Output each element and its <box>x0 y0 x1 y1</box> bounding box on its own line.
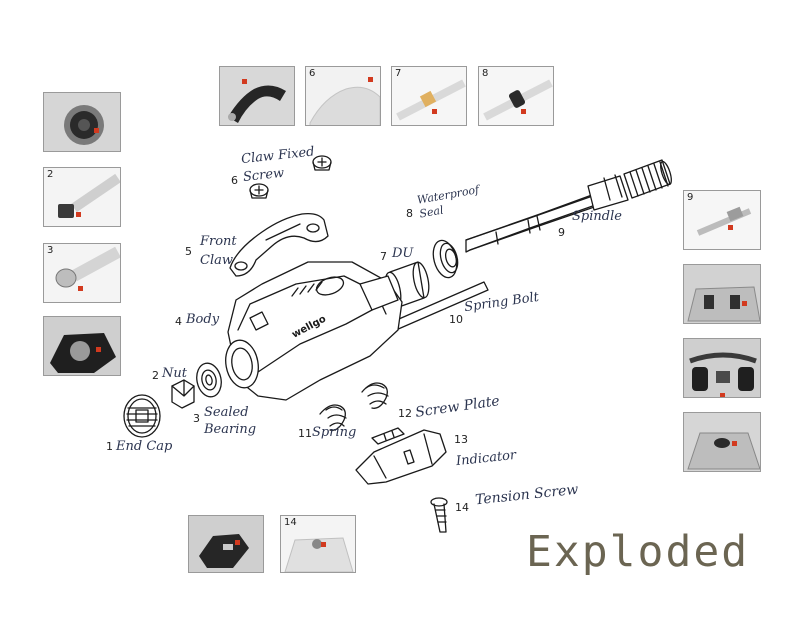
part-number-2: 2 <box>152 369 159 382</box>
thumbnail-2: 2 <box>43 167 121 227</box>
marker-icon <box>94 128 99 133</box>
nut-photo <box>58 173 120 218</box>
part-number-13: 13 <box>454 433 468 446</box>
part-number-9: 9 <box>558 226 565 239</box>
part-label-nut: Nut <box>162 366 187 381</box>
spindle <box>465 159 672 253</box>
body-photo <box>44 317 120 375</box>
part-label-spindle: Spindle <box>572 209 622 224</box>
part-number-4: 4 <box>175 315 182 328</box>
part-number-1: 1 <box>106 440 113 453</box>
thumbnail-8: 8 <box>478 66 554 126</box>
thumbnail-1: 1 <box>43 92 121 152</box>
claw-screw-photo <box>309 77 380 125</box>
part-number-3: 3 <box>193 412 200 425</box>
front-claw-photo <box>220 67 294 125</box>
end-cap <box>123 394 161 438</box>
part-label-front-claw: Front Claw <box>200 234 237 268</box>
nut <box>171 379 195 409</box>
sealed-bearing <box>196 362 222 398</box>
thumbnail-5: 5 <box>219 66 295 126</box>
part-number-10: 10 <box>449 313 463 326</box>
thumbnail-6: 6 <box>305 66 381 126</box>
spindle-photo <box>696 206 752 236</box>
thumbnail-4: 4 <box>43 316 121 376</box>
indicator-photo <box>189 516 263 572</box>
part-number-7: 7 <box>380 250 387 263</box>
thumbnail-number: 9 <box>687 192 694 203</box>
pedal-body <box>225 261 403 401</box>
bearing-photo <box>55 246 120 291</box>
indicator <box>355 429 447 485</box>
spring-photo <box>684 339 760 397</box>
part-number-5: 5 <box>185 245 192 258</box>
part-label-du: DU <box>392 246 414 261</box>
part-number-14: 14 <box>455 501 469 514</box>
thumbnail-number: 14 <box>284 517 297 528</box>
thumbnail-7: 7 <box>391 66 467 126</box>
seal-photo <box>483 79 553 121</box>
screw-plate-photo <box>684 413 760 471</box>
thumbnail-number: 3 <box>47 245 54 256</box>
page-title: Exploded <box>526 527 750 577</box>
front-claw <box>229 212 329 277</box>
part-number-12: 12 <box>398 407 412 420</box>
part-number-8: 8 <box>406 207 413 220</box>
part-label-body: Body <box>186 312 220 327</box>
thumbnail-10: 10 <box>683 264 761 324</box>
claw-fixed-screws <box>249 155 332 199</box>
tension-screw <box>430 497 448 533</box>
spring-bolt-photo <box>684 265 760 323</box>
thumbnail-12: 12 <box>683 412 761 472</box>
thumbnail-number: 6 <box>309 68 316 79</box>
thumbnail-13: 13 <box>188 515 264 573</box>
thumbnail-number: 8 <box>482 68 489 79</box>
part-number-6: 6 <box>231 174 238 187</box>
part-number-11: 11 <box>298 427 312 440</box>
thumbnail-number: 2 <box>47 169 54 180</box>
springs <box>319 382 389 431</box>
waterproof-seal <box>432 239 459 279</box>
part-label-end-cap: End Cap <box>116 439 173 454</box>
screw-plate <box>371 427 405 445</box>
thumbnail-11: 11 <box>683 338 761 398</box>
thumbnail-3: 3 <box>43 243 121 303</box>
end-cap-photo <box>44 93 120 151</box>
tension-screw-photo <box>284 537 354 572</box>
du-photo <box>396 79 466 121</box>
part-label-spring: Spring <box>312 425 357 440</box>
thumbnail-14: 14 <box>280 515 356 573</box>
part-label-sealed-bearing: Sealed Bearing <box>204 405 257 437</box>
thumbnail-9: 9 <box>683 190 761 250</box>
thumbnail-number: 7 <box>395 68 402 79</box>
